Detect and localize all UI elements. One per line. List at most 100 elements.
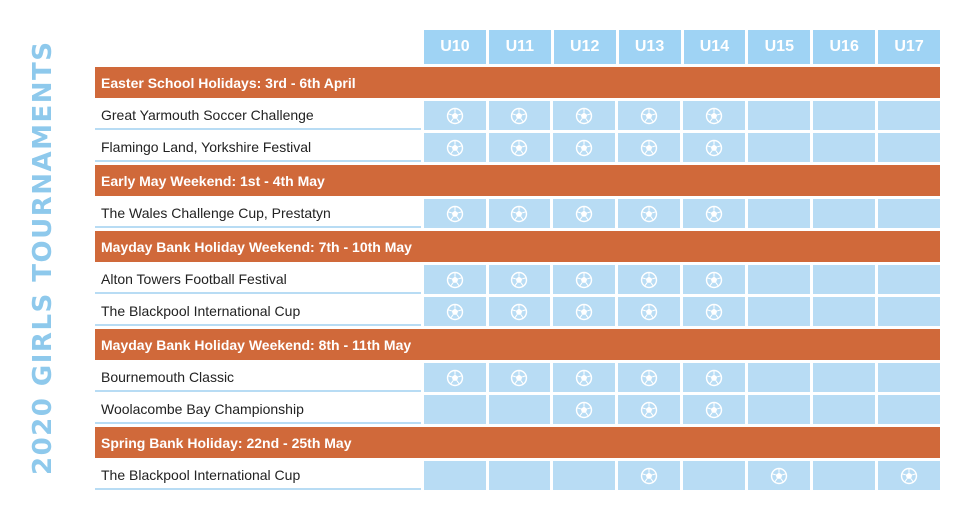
football-icon — [446, 369, 464, 387]
table-row: Great Yarmouth Soccer Challenge — [95, 101, 940, 130]
age-cell-u12 — [553, 265, 616, 294]
section-header: Easter School Holidays: 3rd - 6th April — [95, 67, 940, 98]
football-icon — [640, 303, 658, 321]
table-row: The Wales Challenge Cup, Prestatyn — [95, 199, 940, 228]
age-cell-u13 — [618, 461, 681, 490]
football-icon — [510, 271, 528, 289]
age-cell-u12 — [553, 133, 616, 162]
football-icon — [640, 205, 658, 223]
football-icon — [640, 401, 658, 419]
age-cell-u11 — [488, 461, 551, 490]
age-cell-u13 — [618, 101, 681, 130]
age-cell-u16 — [813, 199, 876, 228]
football-icon — [575, 303, 593, 321]
age-cell-u17 — [878, 395, 940, 424]
table-row: Alton Towers Football Festival — [95, 265, 940, 294]
age-cell-u10 — [423, 395, 486, 424]
age-cell-u13 — [618, 395, 681, 424]
age-header-u16: U16 — [813, 30, 876, 64]
table-row: The Blackpool International Cup — [95, 461, 940, 490]
age-cell-u11 — [488, 265, 551, 294]
age-cell-u17 — [878, 265, 940, 294]
tournament-name: Flamingo Land, Yorkshire Festival — [95, 133, 421, 162]
football-icon — [640, 467, 658, 485]
age-cell-u10 — [423, 297, 486, 326]
age-cell-u12 — [553, 461, 616, 490]
age-header-u11: U11 — [488, 30, 551, 64]
age-cell-u13 — [618, 199, 681, 228]
section-header: Mayday Bank Holiday Weekend: 8th - 11th … — [95, 329, 940, 360]
age-cell-u17 — [878, 461, 940, 490]
age-cell-u12 — [553, 199, 616, 228]
tournament-name: Great Yarmouth Soccer Challenge — [95, 101, 421, 130]
football-icon — [510, 369, 528, 387]
football-icon — [705, 369, 723, 387]
football-icon — [446, 303, 464, 321]
age-cell-u13 — [618, 363, 681, 392]
age-cell-u10 — [423, 101, 486, 130]
age-cell-u10 — [423, 133, 486, 162]
football-icon — [446, 139, 464, 157]
age-cell-u14 — [683, 199, 746, 228]
section-header: Mayday Bank Holiday Weekend: 7th - 10th … — [95, 231, 940, 262]
age-cell-u16 — [813, 363, 876, 392]
tournament-name: Bournemouth Classic — [95, 363, 421, 392]
football-icon — [510, 139, 528, 157]
football-icon — [900, 467, 918, 485]
football-icon — [705, 139, 723, 157]
football-icon — [446, 205, 464, 223]
football-icon — [575, 369, 593, 387]
section-header: Spring Bank Holiday: 22nd - 25th May — [95, 427, 940, 458]
age-cell-u13 — [618, 297, 681, 326]
football-icon — [510, 303, 528, 321]
age-header-u15: U15 — [748, 30, 811, 64]
football-icon — [705, 205, 723, 223]
age-cell-u15 — [748, 297, 811, 326]
age-cell-u15 — [748, 199, 811, 228]
age-cell-u14 — [683, 395, 746, 424]
age-cell-u17 — [878, 199, 940, 228]
age-cell-u17 — [878, 101, 940, 130]
football-icon — [575, 401, 593, 419]
age-cell-u11 — [488, 297, 551, 326]
age-cell-u11 — [488, 395, 551, 424]
age-cell-u11 — [488, 133, 551, 162]
table-row: The Blackpool International Cup — [95, 297, 940, 326]
age-cell-u15 — [748, 461, 811, 490]
age-cell-u14 — [683, 363, 746, 392]
age-cell-u14 — [683, 265, 746, 294]
age-cell-u16 — [813, 297, 876, 326]
age-cell-u11 — [488, 101, 551, 130]
age-cell-u12 — [553, 101, 616, 130]
table-row: Flamingo Land, Yorkshire Festival — [95, 133, 940, 162]
age-cell-u17 — [878, 363, 940, 392]
football-icon — [640, 107, 658, 125]
age-cell-u11 — [488, 199, 551, 228]
tournament-name: The Blackpool International Cup — [95, 461, 421, 490]
football-icon — [640, 369, 658, 387]
age-cell-u14 — [683, 297, 746, 326]
football-icon — [510, 107, 528, 125]
age-cell-u16 — [813, 101, 876, 130]
age-cell-u14 — [683, 101, 746, 130]
age-header-u13: U13 — [618, 30, 681, 64]
age-cell-u13 — [618, 133, 681, 162]
football-icon — [575, 271, 593, 289]
age-cell-u14 — [683, 461, 746, 490]
football-icon — [575, 205, 593, 223]
tournament-name: The Blackpool International Cup — [95, 297, 421, 326]
age-header-u14: U14 — [683, 30, 746, 64]
age-cell-u10 — [423, 265, 486, 294]
football-icon — [640, 271, 658, 289]
age-cell-u13 — [618, 265, 681, 294]
football-icon — [705, 107, 723, 125]
page-title: 2020 GIRLS TOURNAMENTS — [28, 40, 58, 475]
age-cell-u15 — [748, 395, 811, 424]
age-header-u12: U12 — [553, 30, 616, 64]
football-icon — [705, 303, 723, 321]
age-cell-u12 — [553, 297, 616, 326]
age-cell-u17 — [878, 133, 940, 162]
